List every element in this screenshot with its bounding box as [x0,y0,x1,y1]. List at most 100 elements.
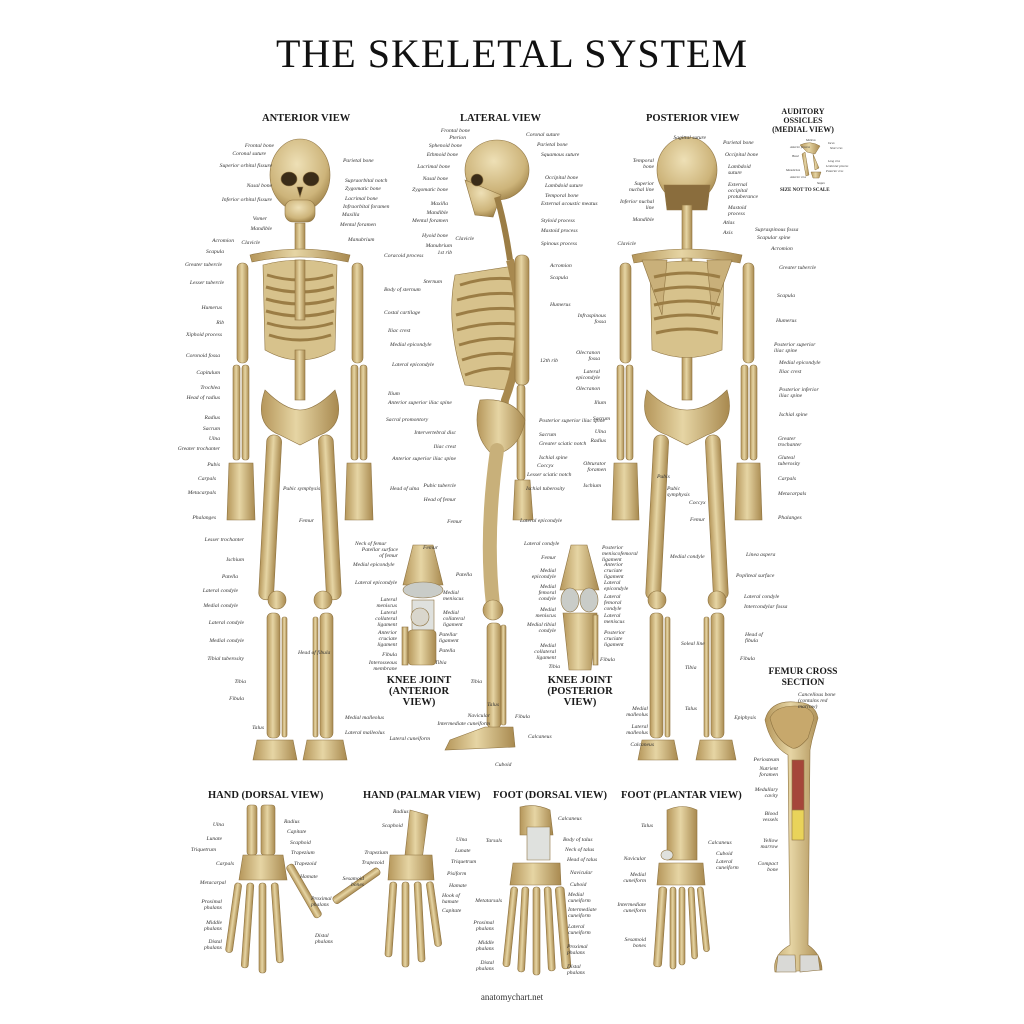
label: Intermediate cuneiform [568,907,597,920]
label: Capitate [287,829,307,835]
label: Phalanges [778,515,802,521]
label: Maxilla [430,201,448,207]
label: Medial malleolus [345,715,384,721]
label: Ischial tuberosity [526,486,565,492]
label: Pubis [657,474,670,480]
label: Olecranon fossa [576,350,600,363]
hand-palmar-heading: HAND (PALMAR VIEW) [363,790,481,801]
label: Medial condyle [670,554,705,560]
ossicles-scale-note: SIZE NOT TO SCALE [780,188,830,193]
label: Humerus [550,302,571,308]
label: Parietal bone [723,140,754,146]
label: Scapula [205,249,224,255]
femur-cross-heading: FEMUR CROSS SECTION [768,667,838,688]
label: Phalanges [192,515,216,521]
foot-plantar-heading: FOOT (PLANTAR VIEW) [621,790,742,801]
label: Lenticular process [826,164,849,168]
label: Lateral malleolus [626,724,648,737]
label: Trapezoid [361,860,384,866]
label: Metatarsals [475,898,502,904]
knee-posterior-figure [559,544,600,671]
knee-anterior-figure [401,544,444,666]
label: Pisiform [447,871,467,877]
label: External occipital protuberance [728,182,758,201]
label: Superior orbital fissure [219,163,272,169]
label: Medial femoral condyle [538,584,556,603]
label: Lateral collateral ligament [375,610,397,629]
label: Coronal suture [526,132,560,138]
label: Ulna [456,837,468,843]
label: Gluteal tuberosity [778,455,801,468]
label: Ulna [594,429,606,435]
label: Ilium [594,400,606,406]
label: Costal cartilage [384,310,421,316]
label: Spinous process [541,241,577,247]
label: Ischial spine [779,412,808,418]
label: Trapezium [364,850,388,856]
label: Epiphysis [734,715,756,721]
label: Obturator foramen [583,461,606,474]
label: Ischial spine [539,455,568,461]
label: Distal phalanx [475,960,494,973]
label: Sesamoid bones [624,937,646,950]
footer-credit: anatomychart.net [480,992,544,1002]
label: Rib [216,320,224,326]
label: Lesser tubercle [189,280,224,286]
label: Patella [439,648,456,654]
label: Mandible [632,217,654,223]
ossicles-figure [799,142,822,179]
label: Medial collateral ligament [534,643,556,662]
label: Talus [487,702,499,708]
anterior-skeleton-figure [226,138,374,761]
label: Lateral condyle [202,588,238,594]
label: Anterior crus [790,175,807,179]
label: Sagittal suture [673,135,706,141]
label: Femur [447,519,462,525]
label: Middle phalanx [475,940,494,953]
hand-palmar-figure [332,809,442,968]
label: Mastoid process [541,228,578,234]
label: Greater trochanter [778,436,802,449]
label: Cuboid [495,762,512,768]
label: Talus [685,706,697,712]
label: Medial collateral ligament [443,610,465,629]
label: External acoustic meatus [541,201,598,207]
label: Proximal phalanx [567,944,588,957]
label: Ischium [583,483,601,489]
label: Anterior cruciate ligament [377,630,397,649]
label: Cancellous bone (contains red marrow) [798,692,836,711]
label: Medial tibial condyle [526,622,556,635]
label: Capitulum [196,370,220,376]
label: Posterior cruciate ligament [604,630,626,649]
label: Medial epicondyle [531,568,556,581]
label: Frontal bone [440,128,470,134]
label: Lambdoid suture [728,164,751,177]
label: Frontal bone [244,143,274,149]
label: Cuboid [570,882,587,888]
label: Parietal bone [537,142,568,148]
label: Iliac crest [433,444,456,450]
label: Coccyx [689,500,706,506]
label: Interosseous membrane [368,660,397,673]
foot-dorsal-heading: FOOT (DORSAL VIEW) [493,790,607,801]
label: Medial meniscus [443,590,464,603]
label: Nasal bone [422,176,448,182]
foot-dorsal-figure [502,805,572,976]
foot-plantar-figure [653,806,710,970]
label: Manubrium [786,168,801,172]
label: Medial condyle [203,603,238,609]
knee-posterior-heading: KNEE JOINT (POSTERIOR VIEW) [547,675,613,708]
label: Ulna [208,436,220,442]
label: Trapezium [291,850,315,856]
ossicles-heading: AUDITORY OSSICLES (MEDIAL VIEW) [772,107,834,134]
label: Triquetrum [190,847,216,853]
label: Intermediate cuneiform [437,721,490,727]
label: Navicular [467,713,490,719]
label: Coracoid process [384,253,424,259]
label: Distal phalanx [315,933,334,946]
label: Proximal phalanx [473,920,494,933]
label: Humerus [776,318,797,324]
label: Tibia [435,660,447,666]
label: Head of femur [423,497,456,503]
label: Temporal bone [545,193,579,199]
